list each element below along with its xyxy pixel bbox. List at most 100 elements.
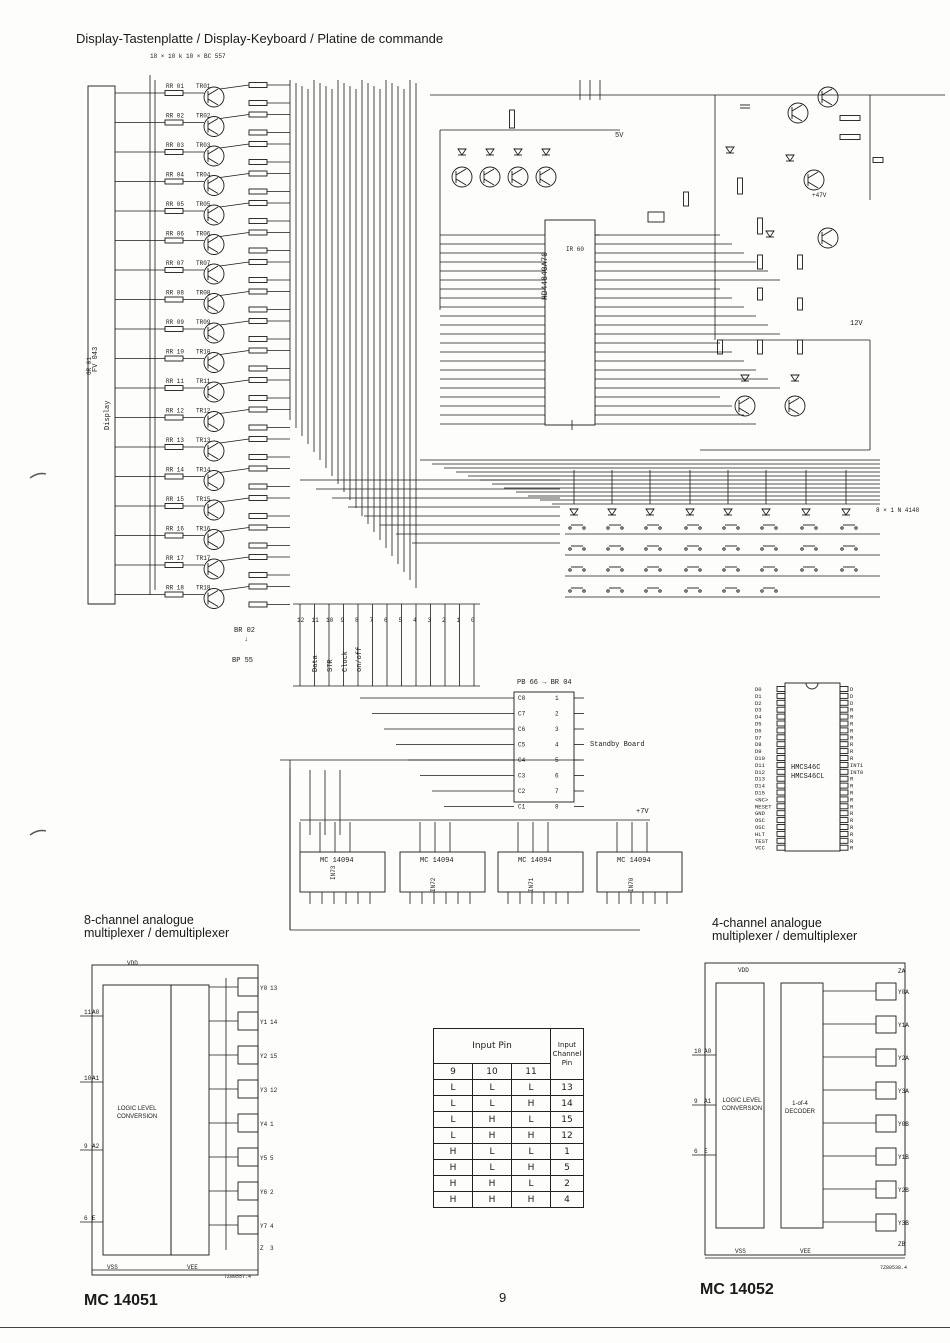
key-switch-contact (800, 568, 804, 572)
standby-pin-number: 7 (555, 788, 559, 795)
collector-resistor (248, 513, 268, 519)
transistor-label: TR13 (196, 437, 211, 444)
hmcs-pin-label-left: D1 (755, 693, 762, 700)
key-switch-contact (722, 589, 726, 593)
key-matrix-diode (723, 508, 733, 516)
shift-reg-4: MC 14094 (617, 857, 651, 865)
shift-ref-3: IN71 (528, 877, 535, 892)
hmcs-pin-label-right: R (850, 721, 854, 728)
hmcs-pin-label-right: R (850, 817, 854, 824)
status-led (485, 148, 495, 156)
display-label: Display (104, 400, 112, 430)
key-switch-contact (568, 547, 572, 551)
transistor-label: TR18 (196, 585, 211, 592)
hmcs-pin-label-left: HLT (755, 831, 766, 838)
mc14051-switch-element (237, 1079, 259, 1099)
mc14052-output-label: Y0B (898, 1121, 909, 1128)
resistor-rr67 (839, 115, 861, 121)
signal-clock: Clock (342, 650, 350, 672)
edge-mark (29, 829, 47, 836)
hmcs-pin-right (839, 796, 849, 803)
transistor-label: TR09 (196, 319, 211, 326)
truth-header-output: Input Channel Pin (550, 1028, 584, 1080)
diode-dr63 (725, 146, 735, 154)
hmcs-pin-left (776, 803, 786, 810)
key-switch-contact (684, 526, 688, 530)
key-matrix-diode (607, 508, 617, 516)
hmcs-pin-label-right: R (850, 824, 854, 831)
driver-transistor (203, 234, 225, 255)
mc14051-input-pin: 10 (84, 1075, 92, 1082)
transistor-tr74 (817, 227, 839, 249)
connector-gr01-body (87, 85, 116, 605)
base-resistor (164, 208, 184, 214)
transistor-label: TR17 (196, 555, 211, 562)
key-switch-contact (840, 568, 844, 572)
mc14052-zb-label: ZB (898, 1241, 906, 1248)
truth-cell: H (511, 1159, 551, 1176)
hmcs-pin-right (839, 706, 849, 713)
resistor-rr72 (757, 217, 763, 235)
schematic-components (29, 82, 906, 1276)
driver-transistor (203, 529, 225, 550)
key-switch-contact (854, 568, 858, 572)
key-switch-contact (800, 526, 804, 530)
hmcs-pin-label-left: VCC (755, 845, 766, 852)
hmcs-pin-right (839, 686, 849, 692)
left-mux-heading-2: multiplexer / demultiplexer (84, 926, 230, 940)
mc14051-switch-element (237, 1011, 259, 1031)
mc14052-input-label: A1 (704, 1098, 712, 1105)
collector-resistor (248, 365, 268, 372)
bus-pin-number: 12 (297, 617, 305, 624)
mc14051-input-pin: 11 (84, 1009, 92, 1016)
mc14051-z-pin: 3 (270, 1245, 274, 1252)
resistor-label: RR 07 (166, 260, 184, 267)
key-matrix-diode (685, 508, 695, 516)
truth-cell: L (472, 1143, 512, 1160)
bus-pin-number: 2 (442, 617, 446, 624)
hmcs-pin-left (776, 824, 786, 830)
base-resistor (164, 326, 184, 332)
resistor-label: RR 13 (166, 437, 184, 444)
transistor-label: TR12 (196, 408, 211, 415)
key-switch-contact (774, 547, 778, 551)
key-switch-contact (854, 526, 858, 530)
transistor-tr70 (803, 169, 825, 191)
hmcs-pin-label-right: R (850, 845, 854, 852)
driver-transistor (203, 116, 225, 137)
hmcs-pin-left (776, 789, 786, 796)
key-switch-contact (800, 547, 804, 551)
key-matrix-diode (841, 508, 851, 516)
key-matrix-diode (761, 508, 771, 516)
resistor-rr65 (683, 191, 689, 207)
led-gr80 (790, 374, 800, 382)
hmcs-pin-left (776, 699, 786, 706)
resistor-label: RR 04 (166, 172, 184, 179)
key-switch-contact (658, 526, 662, 530)
key-switch-contact (736, 526, 740, 530)
truth-cell: H (472, 1111, 512, 1128)
truth-cell: L (433, 1079, 473, 1096)
key-switch-contact (644, 568, 648, 572)
base-resistor (164, 267, 184, 273)
bus-pin-number: 3 (428, 617, 432, 624)
hmcs-pin-label-left: D14 (755, 783, 766, 790)
hmcs-pin-label-right: R (850, 755, 854, 762)
key-switch-contact (760, 547, 764, 551)
fv-label: FV 043 (92, 346, 100, 372)
mc14052-output-label: Y2A (898, 1055, 909, 1062)
hmcs-pin-label-right: D (850, 693, 854, 700)
left-mux-vss: VSS (107, 1264, 118, 1271)
hmcs-pin-label-left: OSC (755, 824, 766, 831)
hmcs-pin-right (839, 748, 849, 755)
key-switch-contact (684, 589, 688, 593)
transistor-label: TR10 (196, 349, 211, 356)
mc14052-vdd: VDD (738, 967, 749, 974)
truth-col-9: 9 (433, 1063, 473, 1080)
hmcs-pin-label-left: GND (755, 810, 766, 817)
resistor-rr69 (872, 157, 884, 163)
hmcs-pin-right (839, 768, 849, 775)
mc14051-output-pin: 5 (270, 1155, 274, 1162)
page-subtitle: 18 × 10 k 10 × BC 557 (150, 53, 226, 60)
